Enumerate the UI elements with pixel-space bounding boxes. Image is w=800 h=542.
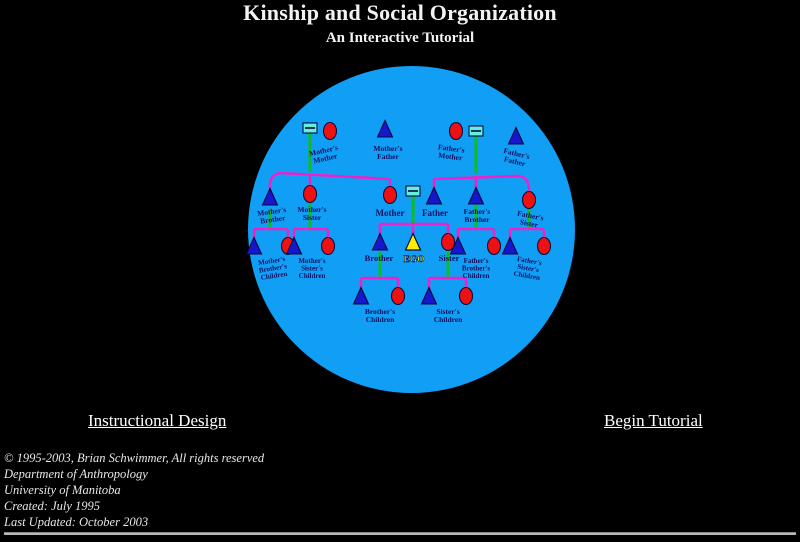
node-sister[interactable] — [440, 232, 456, 252]
begin-tutorial-link[interactable]: Begin Tutorial — [604, 411, 703, 430]
label-fathers-sister: Father'sSister — [515, 209, 544, 231]
node-ego[interactable] — [404, 232, 422, 251]
node-brothers-children-male[interactable] — [352, 286, 370, 305]
node-mothers-brother[interactable] — [261, 187, 279, 206]
page-header: Kinship and Social Organization An Inter… — [0, 0, 800, 47]
label-fathers-sisters-children: Father'sSister'sChildren — [513, 255, 543, 282]
node-sisters-children-female[interactable] — [458, 286, 474, 306]
label-mothers-brother: Mother'sBrother — [257, 205, 288, 226]
kinship-chart-svg: Mother'sMother Mother'sFather Father'sMo… — [245, 119, 552, 324]
label-mother: Mother — [376, 208, 405, 218]
node-fathers-father[interactable] — [507, 126, 525, 145]
marriage-symbol-maternal-grandparents — [302, 122, 318, 134]
label-fathers-father: Father'sFather — [501, 146, 531, 169]
node-brother[interactable] — [371, 232, 389, 251]
page-title: Kinship and Social Organization — [243, 0, 557, 25]
marriage-symbol-parents — [405, 185, 421, 197]
label-brother: Brother — [365, 253, 394, 263]
node-fathers-sisters-children-male[interactable] — [501, 236, 519, 255]
label-mothers-mother: Mother'sMother — [308, 143, 340, 166]
node-mothers-mother[interactable] — [322, 121, 338, 141]
node-mothers-father[interactable] — [376, 119, 394, 138]
node-mothers-brothers-children-male[interactable] — [245, 236, 263, 255]
footer-department: Department of Anthropology — [4, 467, 148, 481]
footer-divider — [4, 532, 796, 535]
footer-created: Created: July 1995 — [4, 499, 101, 513]
footer: © 1995-2003, Brian Schwimmer, All rights… — [4, 450, 794, 530]
node-sisters-children-male[interactable] — [420, 286, 438, 305]
footer-last-updated: Last Updated: October 2003 — [4, 515, 149, 529]
node-mother[interactable] — [382, 185, 398, 205]
label-ego: EGO — [403, 255, 424, 265]
marriage-symbol-paternal-grandparents — [468, 125, 484, 137]
label-mothers-brothers-children: Mother'sBrother'sChildren — [257, 255, 289, 282]
instructional-design-link[interactable]: Instructional Design — [88, 411, 227, 430]
page-subtitle: An Interactive Tutorial — [325, 30, 475, 46]
footer-university: University of Manitoba — [4, 483, 121, 497]
node-mothers-sisters-children-female[interactable] — [320, 236, 336, 256]
node-fathers-brothers-children-female[interactable] — [486, 236, 502, 256]
label-fathers-mother: Father'sMother — [437, 142, 466, 162]
node-mothers-sister[interactable] — [302, 184, 318, 204]
node-fathers-mother[interactable] — [448, 121, 464, 141]
node-brothers-children-female[interactable] — [390, 286, 406, 306]
label-sister: Sister — [439, 253, 460, 263]
node-father[interactable] — [425, 186, 443, 205]
node-fathers-sister[interactable] — [521, 190, 537, 210]
node-fathers-brother[interactable] — [467, 186, 485, 205]
label-father: Father — [422, 208, 448, 218]
footer-copyright: © 1995-2003, Brian Schwimmer, All rights… — [4, 451, 265, 465]
node-fathers-sisters-children-female[interactable] — [536, 236, 552, 256]
